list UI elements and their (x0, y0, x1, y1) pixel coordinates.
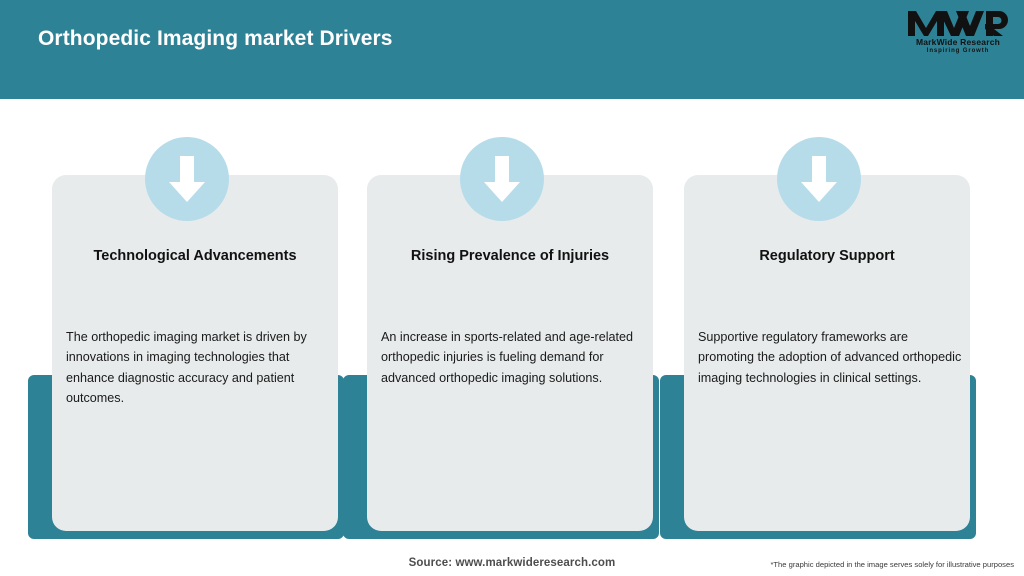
driver-card-1[interactable]: Technological Advancements The orthopedi… (28, 99, 344, 539)
driver-cards: Technological Advancements The orthopedi… (0, 99, 1024, 539)
card-title: Rising Prevalence of Injuries (410, 248, 610, 264)
card-title: Technological Advancements (93, 248, 297, 264)
card-body: An increase in sports-related and age-re… (381, 330, 634, 385)
logo-company-name: MarkWide Research (915, 37, 1001, 47)
page-title: Orthopedic Imaging market Drivers (38, 27, 393, 50)
page-header: Orthopedic Imaging market Drivers MarkWi… (0, 0, 1024, 99)
driver-card-3[interactable]: Regulatory Support Supportive regulatory… (660, 99, 976, 539)
down-arrow-icon (145, 137, 229, 221)
disclaimer-label: *The graphic depicted in the image serve… (770, 560, 1014, 569)
card-body: The orthopedic imaging market is driven … (66, 330, 307, 406)
card-body: Supportive regulatory frameworks are pro… (698, 330, 962, 385)
driver-card-2[interactable]: Rising Prevalence of Injuries An increas… (343, 99, 659, 539)
down-arrow-icon (460, 137, 544, 221)
down-arrow-icon (777, 137, 861, 221)
card-panel (367, 175, 653, 531)
card-panel (684, 175, 970, 531)
logo-mark-icon (906, 8, 1010, 38)
card-title: Regulatory Support (759, 248, 895, 264)
source-label: Source: www.markwideresearch.com (408, 557, 616, 569)
card-panel (52, 175, 338, 531)
brand-logo: MarkWide Research Inspiring Growth (906, 8, 1010, 64)
logo-tagline: Inspiring Growth (926, 48, 990, 54)
